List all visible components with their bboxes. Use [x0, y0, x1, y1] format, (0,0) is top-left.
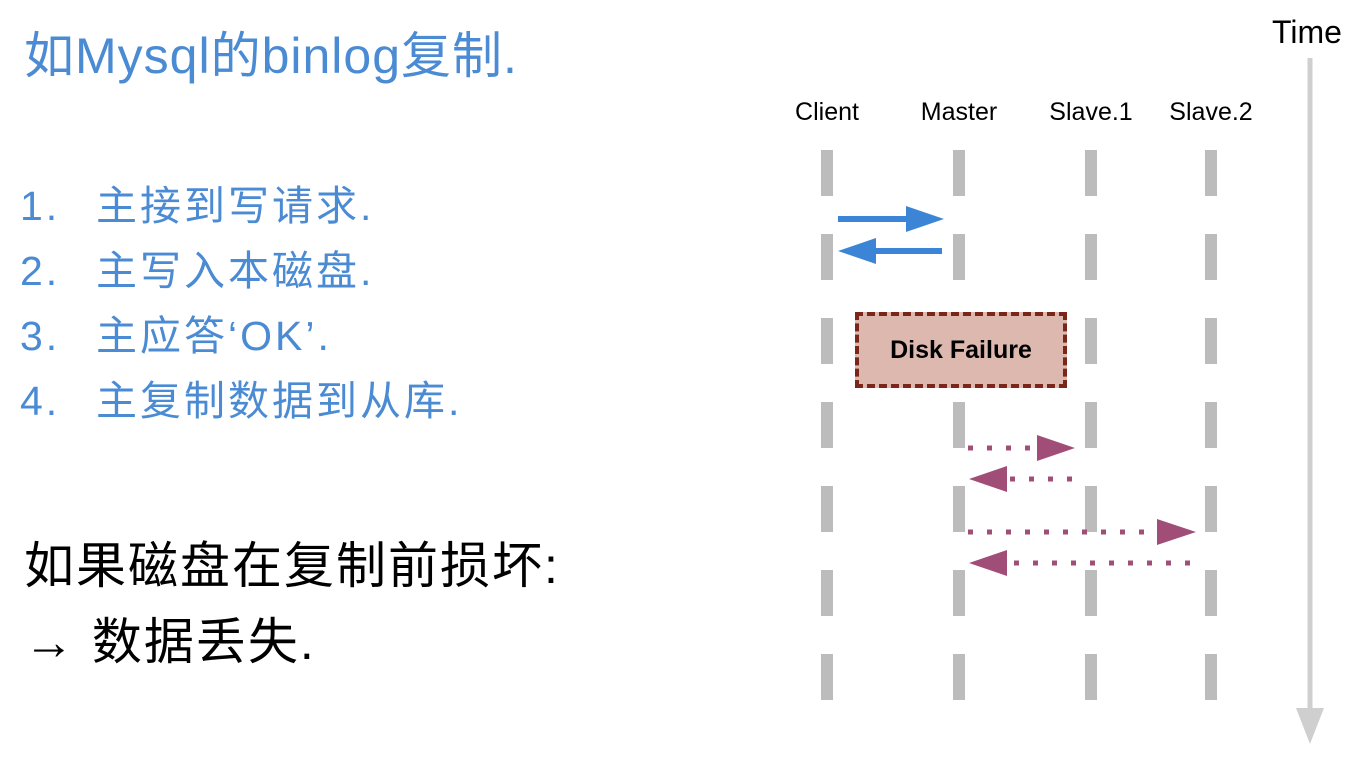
step-text: 主接到写请求. [96, 183, 375, 229]
step-item: 1. 主接到写请求. [20, 178, 462, 243]
step-text: 主复制数据到从库. [96, 378, 463, 424]
request-arrowhead [906, 206, 944, 232]
time-axis-arrowhead [1296, 708, 1324, 744]
step-item: 4. 主复制数据到从库. [20, 373, 462, 438]
disk-failure-label: Disk Failure [890, 335, 1032, 364]
step-number: 2. [20, 248, 61, 294]
ack-slave1-arrowhead [969, 466, 1007, 492]
step-number: 4. [20, 378, 61, 424]
consequence-text: 如果磁盘在复制前损坏: → 数据丢失. [24, 528, 560, 680]
consequence-line-2: → 数据丢失. [24, 614, 316, 670]
step-item: 3. 主应答‘OK’. [20, 308, 462, 373]
column-label-slave-1: Slave.1 [1049, 98, 1133, 126]
step-number: 3. [20, 313, 61, 359]
column-label-slave-2: Slave.2 [1169, 98, 1253, 126]
page-title: 如Mysql的binlog复制. [24, 28, 518, 84]
consequence-line-1: 如果磁盘在复制前损坏: [24, 538, 560, 594]
ack-slave2-arrowhead [969, 550, 1007, 576]
response-arrowhead [838, 238, 876, 264]
column-label-client: Client [795, 98, 859, 126]
replicate-slave2-arrowhead [1157, 519, 1196, 545]
time-label: Time [1272, 14, 1342, 50]
step-number: 1. [20, 183, 61, 229]
step-text: 主应答‘OK’. [96, 313, 332, 359]
replicate-slave1-arrowhead [1037, 435, 1075, 461]
disk-failure-box: Disk Failure [855, 312, 1067, 388]
step-item: 2. 主写入本磁盘. [20, 243, 462, 308]
steps-list: 1. 主接到写请求. 2. 主写入本磁盘. 3. 主应答‘OK’. 4. 主复制数据到从… [20, 178, 462, 438]
step-text: 主写入本磁盘. [96, 248, 375, 294]
column-label-master: Master [920, 98, 998, 126]
